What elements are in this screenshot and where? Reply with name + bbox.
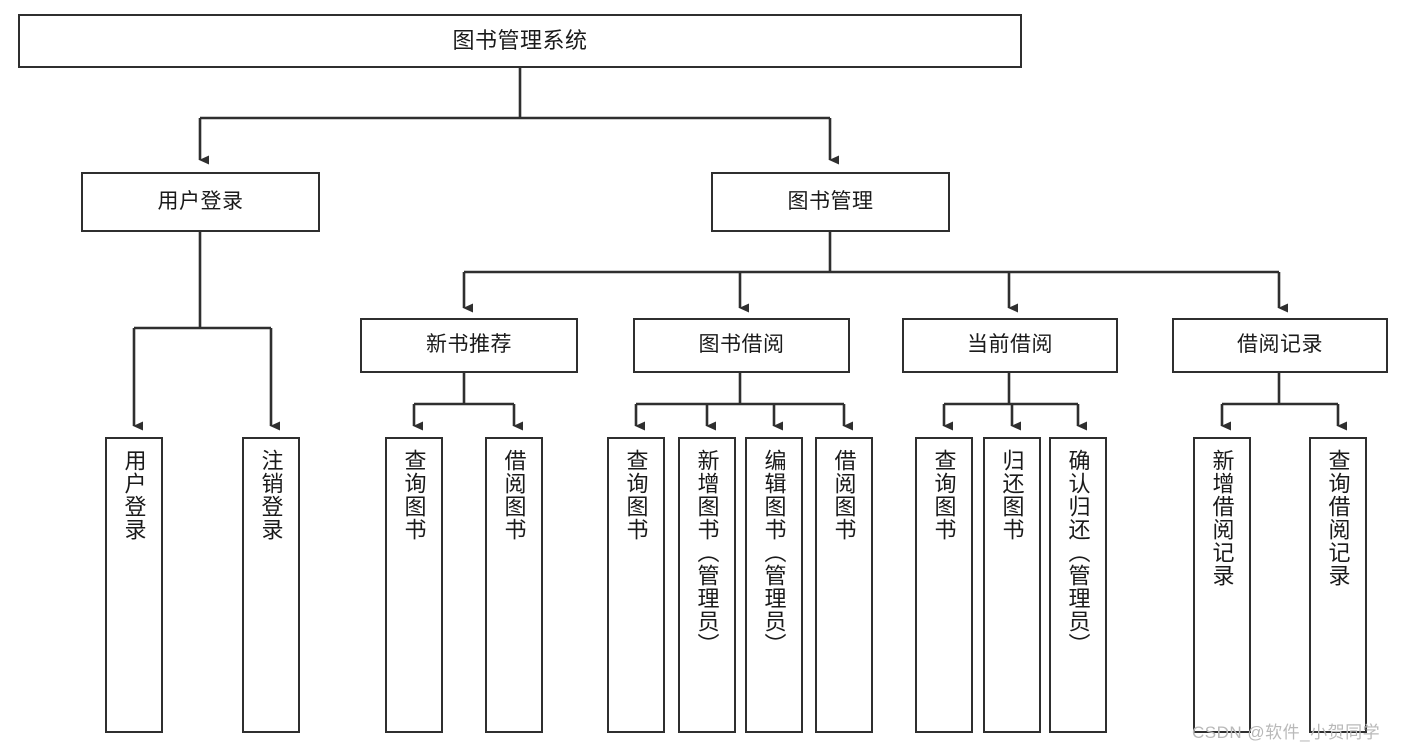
node-label: 借阅记录 bbox=[1237, 333, 1323, 357]
watermark-text: CSDN @软件_小贺同学 bbox=[1192, 723, 1381, 742]
node-label: 编辑图书（管理员） bbox=[761, 449, 787, 656]
node-label: 新增借阅记录 bbox=[1209, 449, 1235, 587]
node-book-borrow[interactable]: 图书借阅 bbox=[633, 318, 850, 373]
node-leaf-query-book-borrow[interactable]: 查询图书 bbox=[607, 437, 665, 733]
node-leaf-query-book-recommend[interactable]: 查询图书 bbox=[385, 437, 443, 733]
node-label: 借阅图书 bbox=[501, 449, 527, 541]
node-label: 查询图书 bbox=[931, 449, 957, 541]
node-label: 注销登录 bbox=[258, 449, 284, 541]
node-label: 新书推荐 bbox=[426, 333, 512, 357]
node-leaf-add-borrow-record[interactable]: 新增借阅记录 bbox=[1193, 437, 1251, 733]
node-label: 确认归还（管理员） bbox=[1065, 449, 1091, 656]
node-label: 图书管理系统 bbox=[452, 28, 588, 54]
node-label: 用户登录 bbox=[157, 189, 244, 213]
node-leaf-borrow-book[interactable]: 借阅图书 bbox=[815, 437, 873, 733]
node-label: 用户登录 bbox=[121, 449, 147, 541]
node-label: 图书借阅 bbox=[698, 333, 785, 357]
node-new-book-recommend[interactable]: 新书推荐 bbox=[360, 318, 578, 373]
node-leaf-user-login[interactable]: 用户登录 bbox=[105, 437, 163, 733]
node-current-borrow[interactable]: 当前借阅 bbox=[902, 318, 1118, 373]
node-borrow-record[interactable]: 借阅记录 bbox=[1172, 318, 1388, 373]
node-leaf-return-book[interactable]: 归还图书 bbox=[983, 437, 1041, 733]
node-label: 借阅图书 bbox=[831, 449, 857, 541]
node-user-login[interactable]: 用户登录 bbox=[81, 172, 320, 232]
node-leaf-query-book-current[interactable]: 查询图书 bbox=[915, 437, 973, 733]
node-label: 查询图书 bbox=[623, 449, 649, 541]
node-label: 新增图书（管理员） bbox=[694, 449, 720, 656]
node-leaf-borrow-book-recommend[interactable]: 借阅图书 bbox=[485, 437, 543, 733]
node-leaf-edit-book-admin[interactable]: 编辑图书（管理员） bbox=[745, 437, 803, 733]
node-root-book-management-system[interactable]: 图书管理系统 bbox=[18, 14, 1022, 68]
node-label: 图书管理 bbox=[787, 189, 874, 213]
node-label: 当前借阅 bbox=[967, 333, 1053, 357]
node-label: 查询借阅记录 bbox=[1325, 449, 1351, 587]
node-leaf-logout[interactable]: 注销登录 bbox=[242, 437, 300, 733]
node-leaf-query-borrow-record[interactable]: 查询借阅记录 bbox=[1309, 437, 1367, 733]
node-leaf-confirm-return-admin[interactable]: 确认归还（管理员） bbox=[1049, 437, 1107, 733]
node-leaf-add-book-admin[interactable]: 新增图书（管理员） bbox=[678, 437, 736, 733]
node-book-management[interactable]: 图书管理 bbox=[711, 172, 950, 232]
node-label: 查询图书 bbox=[401, 449, 427, 541]
node-label: 归还图书 bbox=[999, 449, 1025, 541]
